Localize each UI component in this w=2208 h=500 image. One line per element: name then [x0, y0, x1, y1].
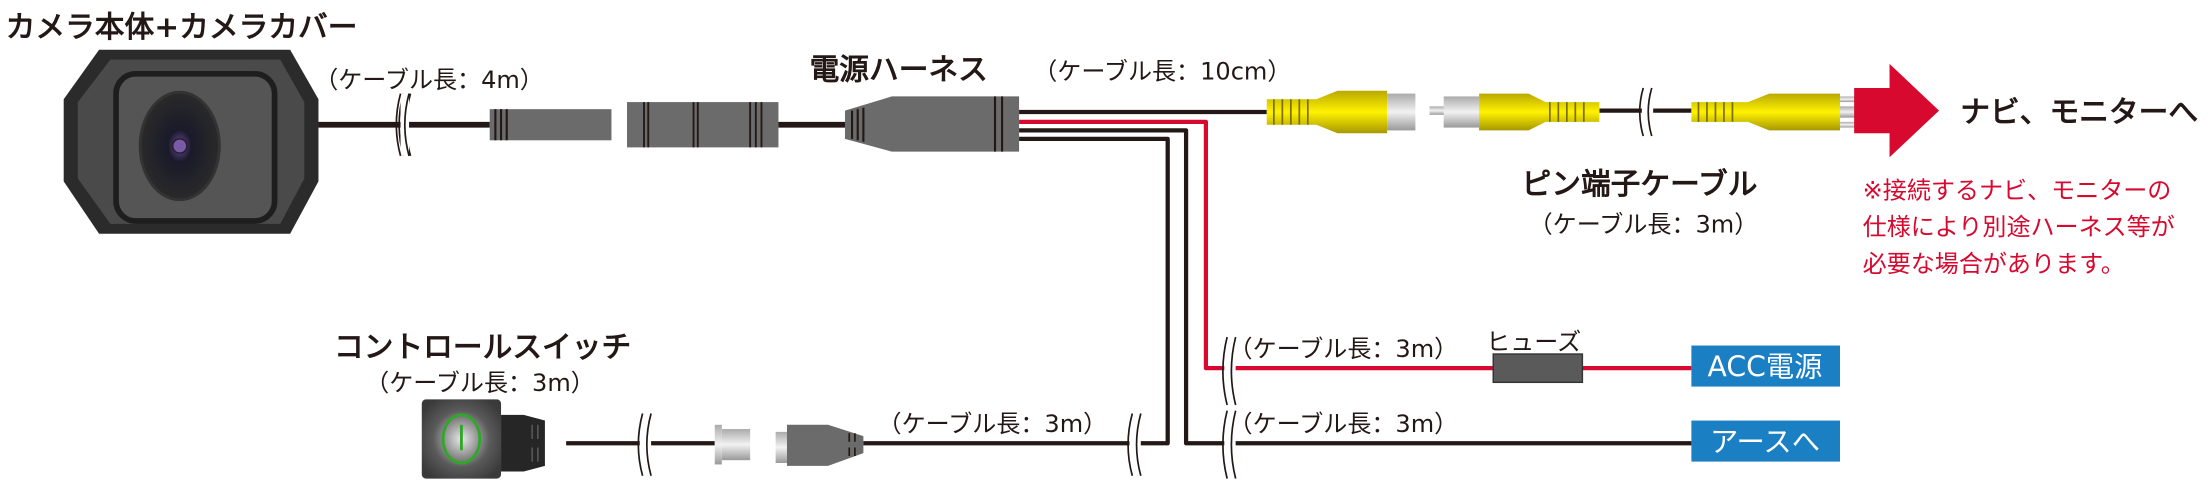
rca-female-plug [1266, 90, 1416, 134]
pin-cable-length: （ケーブル長：3m） [1529, 210, 1759, 238]
rca-male-plug [1691, 93, 1883, 131]
fuse-label: ヒューズ [1486, 328, 1581, 356]
camera-title: カメラ本体+カメラカバー [6, 10, 358, 45]
break-mark [1222, 410, 1237, 479]
cable-break-marks [395, 87, 1654, 479]
camera-cable-length: （ケーブル長：4m） [314, 66, 544, 94]
rca-male-plug [1429, 93, 1600, 131]
power-indicator-icon [441, 413, 482, 465]
ground-box [1691, 420, 1840, 462]
destination-label: ナビ、モニターへ [1960, 95, 2198, 130]
extension-socket [627, 102, 779, 148]
acc-power-label: ACC電源 [1707, 351, 1822, 384]
note-line: 必要な場合があります。 [1863, 250, 2125, 278]
camera-plug [489, 109, 612, 141]
camera-body [63, 49, 319, 234]
switch-cable-length: （ケーブル長：3m） [365, 369, 595, 397]
wires [318, 108, 1692, 446]
break-mark [395, 93, 412, 157]
note-line: ※接続するナビ、モニターの [1863, 176, 2172, 204]
switch-extension-length: （ケーブル長：3m） [878, 410, 1108, 438]
break-mark [1638, 87, 1654, 137]
harness-title: 電源ハーネス [810, 52, 988, 87]
pin-cable-title: ピン端子ケーブル [1522, 167, 1758, 202]
fuse [1492, 353, 1584, 384]
break-mark [637, 413, 652, 476]
ground-label: アースへ [1710, 426, 1820, 459]
ground-cable-length: （ケーブル長：3m） [1229, 410, 1459, 438]
switch-socket [775, 424, 864, 466]
arrow-right-icon [1854, 63, 1940, 158]
switch-plug-white [714, 424, 751, 465]
acc-power-box [1691, 345, 1840, 387]
power-harness [844, 96, 1020, 152]
note-line: 仕様により別途ハーネス等が [1863, 213, 2175, 241]
break-mark [1222, 336, 1237, 406]
control-switch [421, 399, 545, 479]
switch-title: コントロールスイッチ [334, 330, 631, 365]
harness-cable-length: （ケーブル長：10cm） [1033, 57, 1291, 85]
break-mark [1127, 413, 1142, 476]
acc-cable-length: （ケーブル長：3m） [1229, 335, 1459, 363]
